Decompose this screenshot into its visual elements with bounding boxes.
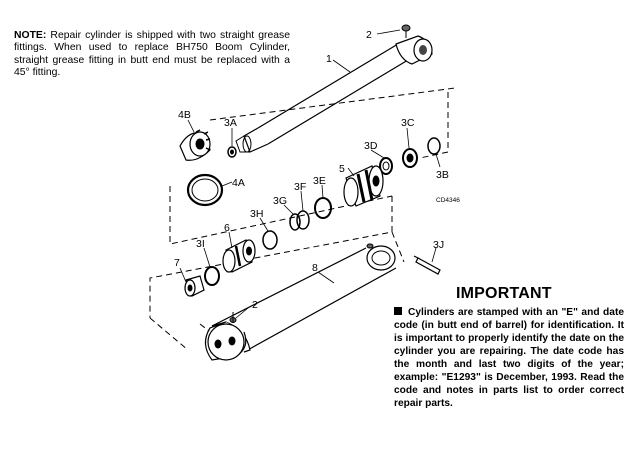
part-3g-ring [289, 213, 301, 231]
note-text: Repair cylinder is shipped with two stra… [14, 30, 290, 79]
label-part-6: 6 [224, 222, 230, 234]
label-part-3h: 3H [250, 208, 263, 220]
important-text: Cylinders are stamped with an "E" and da… [394, 307, 624, 409]
part-3h-ring [262, 230, 278, 250]
bullet-square-icon [394, 307, 402, 315]
part-3a-seal [227, 146, 237, 158]
part-8-barrel [204, 243, 397, 361]
part-3j-pin [413, 255, 441, 275]
part-4b-gland-head [179, 129, 211, 161]
part-5-piston [343, 165, 384, 207]
label-part-3j: 3J [433, 239, 444, 251]
label-part-5: 5 [339, 163, 345, 175]
label-part-3d: 3D [364, 140, 378, 152]
important-notice: Cylinders are stamped with an "E" and da… [394, 306, 624, 410]
label-part-7: 7 [174, 257, 180, 269]
part-3e-seal [314, 197, 332, 219]
label-part-3c: 3C [401, 117, 415, 129]
part-3c-wiper [402, 148, 418, 168]
label-part-3i: 3I [196, 238, 205, 250]
part-3b-ring [427, 137, 441, 155]
label-part-2-bottom: 2 [252, 299, 258, 311]
part-1-rod [235, 24, 433, 153]
label-part-3b: 3B [436, 169, 449, 181]
label-part-1: 1 [326, 53, 332, 65]
part-3d-seal [379, 157, 393, 175]
note-label: NOTE: [14, 30, 47, 41]
important-title: IMPORTANT [456, 285, 552, 302]
label-part-3g: 3G [273, 195, 287, 207]
label-part-3f: 3F [294, 181, 306, 193]
repair-note: NOTE: Repair cylinder is shipped with tw… [14, 30, 290, 80]
drawing-code: CD4346 [436, 197, 460, 204]
label-part-3a: 3A [224, 117, 237, 129]
label-part-8: 8 [312, 262, 318, 274]
label-part-4a: 4A [232, 177, 245, 189]
leader-lines [179, 29, 441, 319]
label-part-4b: 4B [178, 109, 191, 121]
part-4a-retaining-ring [186, 173, 224, 207]
part-7-nut [184, 275, 205, 297]
part-6-piston-core [222, 239, 256, 273]
part-3i-ring [204, 266, 220, 286]
label-part-3e: 3E [313, 175, 326, 187]
label-part-2-top: 2 [366, 29, 372, 41]
